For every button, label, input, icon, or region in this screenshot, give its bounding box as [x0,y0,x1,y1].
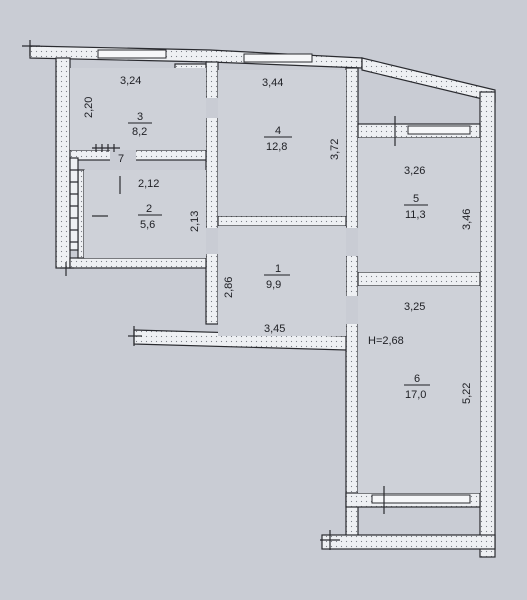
room2-area: 5,6 [140,219,155,231]
room-interiors [70,68,480,493]
wall-balcony-bottom [321,534,496,550]
dim-room4-height: 3,72 [329,139,341,160]
room4-number: 4 [275,125,281,137]
door-opening [345,296,359,324]
windows [97,49,471,504]
room3-area: 8,2 [132,126,147,138]
room5-number: 5 [413,193,419,205]
wall-left-room3 [55,57,71,269]
dim-room3-height: 2,20 [83,97,95,118]
room6-number: 6 [414,373,420,385]
room1-number: 1 [275,263,281,275]
labels: 3,24 2,20 3 8,2 3,44 3,72 4 12,8 7 2,12 … [83,75,473,404]
dim-room2-height: 2,13 [189,211,201,232]
wall-top-right [361,57,496,103]
window-icon [243,53,313,63]
door-opening [110,149,136,161]
window-icon [97,49,167,59]
dim-room5-width: 3,26 [404,165,425,177]
room5-area: 11,3 [405,209,426,221]
dim-room6-width: 3,25 [404,301,425,313]
room3-number: 3 [137,111,143,123]
window-icon [371,494,471,504]
dim-room5-height: 3,46 [461,209,473,230]
wall-4-1 [217,215,347,227]
dim-room2-width: 2,12 [138,178,159,190]
dim-room1-width: 3,45 [264,323,285,335]
details [22,40,396,550]
wall-room2-inner [77,169,85,259]
room6-area: 17,0 [405,389,426,401]
dim-room4-width: 3,44 [262,77,283,89]
room1-area: 9,9 [266,279,281,291]
room2-number: 2 [146,203,152,215]
wall-5-6 [357,271,481,287]
wall-room2-bottom [69,257,207,269]
room4-area: 12,8 [266,141,287,153]
door-opening [205,228,219,254]
dim-room3-width: 3,24 [120,75,141,87]
door-openings [110,98,359,324]
window-icon [407,125,471,135]
stair-mark: 7 [118,153,124,165]
dim-room6-height: 5,22 [461,383,473,404]
door-opening [205,98,219,118]
door-opening [345,228,359,256]
wall-right [479,91,496,558]
ceiling-height: H=2,68 [368,335,404,347]
wall-3-2 [69,149,207,161]
dim-room1-height: 2,86 [223,277,235,298]
